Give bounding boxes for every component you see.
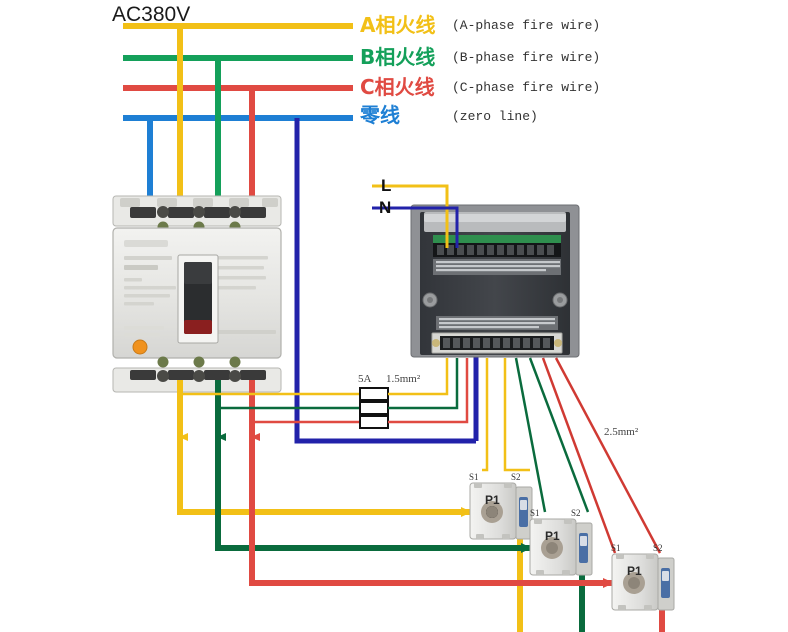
- neutral-run-to-meter: [294, 118, 479, 444]
- legend-label-phase-c-cn: C相火线: [360, 75, 435, 99]
- ct-c-secondary-s1: [541, 357, 617, 554]
- legend-label-phase-b-cn: B相火线: [360, 45, 436, 69]
- circuit-breaker: [112, 195, 282, 393]
- fuse-block-a: [359, 387, 389, 401]
- ct-b-s1-label: S1: [530, 508, 540, 518]
- ct-c-s2-label: S2: [653, 543, 663, 553]
- ct-b-p1-label: P1: [545, 529, 560, 543]
- ct-c-secondary-s2: [554, 357, 662, 554]
- meter-l-feed: [393, 184, 449, 248]
- primary-run-phase-a: [177, 437, 523, 632]
- ct-c-p1-label: P1: [627, 564, 642, 578]
- legend-label-neutral-en: (zero line): [452, 109, 538, 124]
- legend-label-phase-a-en: (A-phase fire wire): [452, 18, 601, 33]
- ct-b-secondary-s1: [514, 357, 547, 513]
- ct-a: [469, 482, 533, 540]
- ct-c: [611, 553, 675, 611]
- meter-n-label: N: [379, 198, 392, 217]
- fuse-wire-size-label: 1.5mm²: [386, 373, 421, 385]
- fuse-rating-label: 5A: [358, 373, 372, 385]
- fuse-block-b: [359, 401, 389, 415]
- multifunction-meter: [410, 204, 580, 358]
- ct-c-s1-label: S1: [611, 543, 621, 553]
- ct-wire-size-label: 2.5mm²: [604, 426, 639, 438]
- fuse-out-b: [388, 358, 459, 410]
- ct-b-s2-label: S2: [571, 508, 581, 518]
- meter-n-feed: [393, 206, 459, 248]
- legend-label-neutral-cn: 零线: [360, 103, 400, 127]
- legend-label-phase-a-cn: A相火线: [360, 13, 436, 37]
- primary-run-phase-c: [249, 437, 665, 632]
- legend-label-phase-c-en: (C-phase fire wire): [452, 80, 601, 95]
- ct-a-secondary-s2: [503, 358, 530, 472]
- ct-a-p1-label: P1: [485, 493, 500, 507]
- source-voltage-label: AC380V: [112, 3, 191, 26]
- fuse-out-c: [388, 358, 469, 424]
- ct-a-s1-label: S1: [469, 472, 479, 482]
- ct-b-secondary-s2: [528, 357, 590, 513]
- fuse-block-c: [359, 415, 389, 429]
- meter-l-label: L: [381, 176, 392, 195]
- ct-b: [529, 518, 593, 576]
- legend-label-phase-b-en: (B-phase fire wire): [452, 50, 601, 65]
- ct-a-secondary-s1: [482, 358, 489, 472]
- fuse-out-a: [388, 358, 449, 396]
- ct-a-s2-label: S2: [511, 472, 521, 482]
